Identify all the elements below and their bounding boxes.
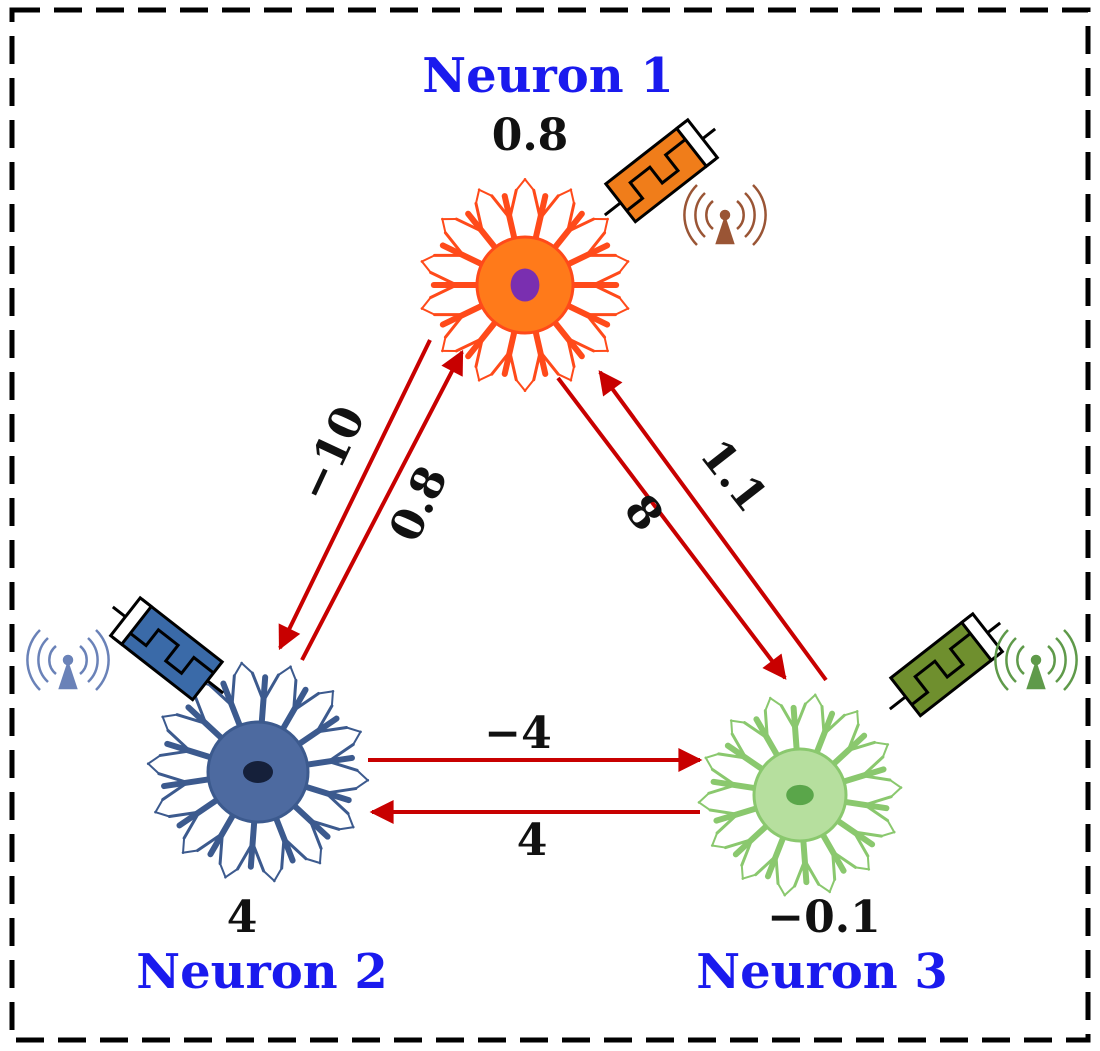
- memristor-icon: [888, 611, 1005, 718]
- neuron-value: −0.1: [767, 892, 880, 943]
- weights: −10 0.8 8 1.1 −4 4: [288, 399, 777, 866]
- neuron-value: 0.8: [492, 110, 569, 161]
- antenna-icon: [683, 184, 767, 246]
- neuron-value: 4: [227, 892, 258, 943]
- neuron-name: Neuron 3: [696, 944, 948, 1000]
- dashed-frame: [9, 7, 1091, 1043]
- neuron-3: −0.1 Neuron 3: [696, 611, 1078, 1000]
- neuron-cell-icon: [420, 178, 630, 392]
- antenna-icon: [26, 629, 110, 691]
- weight-label-n3-n1: 1.1: [690, 430, 777, 522]
- arrow-n1-to-n2: [278, 339, 432, 651]
- weight-label-n1-n2: −10: [288, 399, 376, 509]
- antenna-icon: [994, 629, 1078, 691]
- neuron-cell-icon: [146, 661, 370, 883]
- arrow-n3-to-n1: [598, 370, 828, 682]
- memristor-icon: [603, 117, 720, 224]
- weight-label-n1-n3: 8: [614, 485, 673, 541]
- weight-label-n2-n1: 0.8: [380, 458, 459, 549]
- neuron-name: Neuron 2: [136, 944, 388, 1000]
- neuron-cell-icon: [697, 693, 903, 897]
- arrow-n2-to-n1: [300, 349, 464, 661]
- connections: [278, 339, 828, 824]
- arrow-n1-to-n3: [556, 376, 787, 680]
- neuron-2: 4 Neuron 2: [26, 595, 388, 1000]
- neuron-1: Neuron 1 0.8: [420, 48, 767, 392]
- weight-label-n3-n2: 4: [517, 815, 548, 866]
- memristor-icon: [108, 595, 225, 702]
- weight-label-n2-n3: −4: [484, 708, 551, 759]
- neuron-name: Neuron 1: [422, 48, 674, 104]
